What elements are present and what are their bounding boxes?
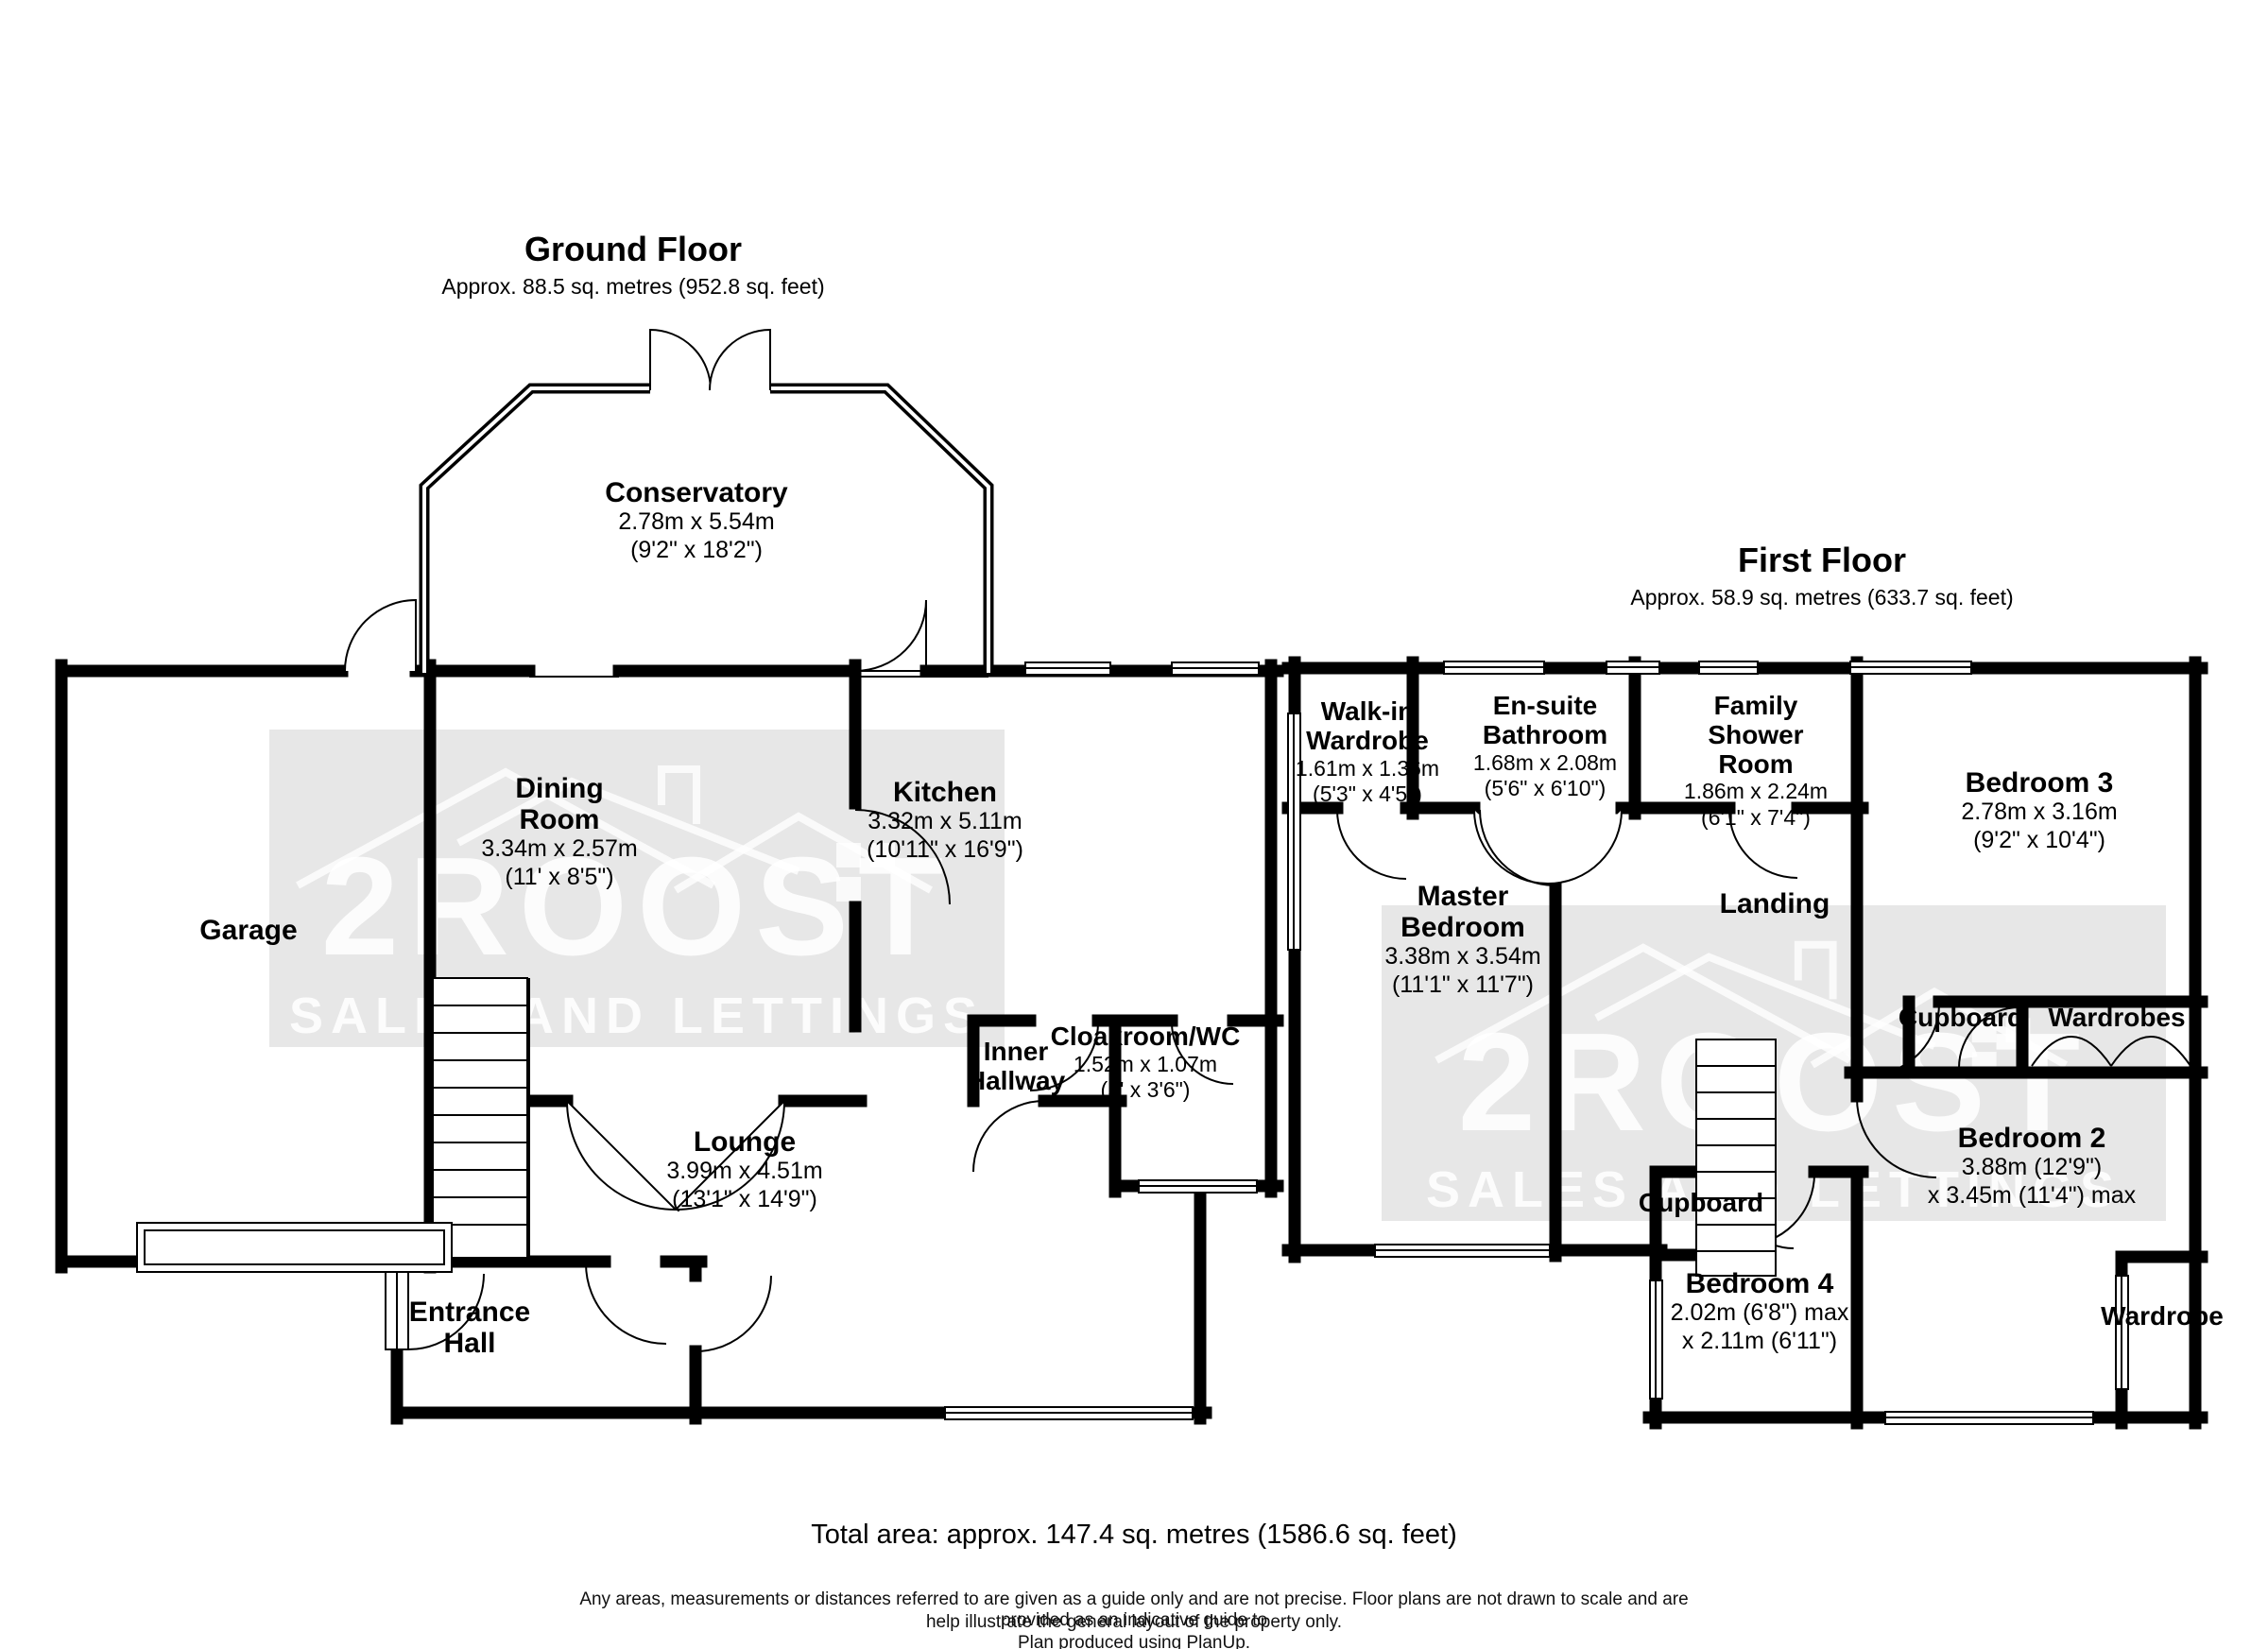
first-floor-stairs bbox=[1695, 1039, 1777, 1277]
ground-floor-windows bbox=[136, 661, 1260, 1420]
ground-floor-stairs bbox=[432, 977, 530, 1262]
room-label-garage: Garage bbox=[199, 915, 298, 946]
total-area-text: Total area: approx. 147.4 sq. metres (15… bbox=[811, 1520, 1457, 1550]
ground-floor-subtitle: Approx. 88.5 sq. metres (952.8 sq. feet) bbox=[441, 274, 825, 299]
first-floor-title: First Floor bbox=[1737, 541, 1906, 579]
room-label-cloakroom: Cloakroom/WC 1.52m x 1.07m (5' x 3'6") bbox=[1050, 1022, 1241, 1102]
first-floor-windows bbox=[1287, 661, 2129, 1425]
room-label-lounge: Lounge 3.99m x 4.51m (13'1" x 14'9") bbox=[666, 1126, 823, 1212]
room-label-inner-hallway: Inner Hallway bbox=[966, 1037, 1066, 1095]
room-label-bedroom3: Bedroom 3 2.78m x 3.16m (9'2" x 10'4") bbox=[1961, 767, 2118, 853]
first-floor-doors bbox=[1336, 809, 2020, 1249]
first-floor-title-block: First Floor Approx. 58.9 sq. metres (633… bbox=[1630, 543, 2013, 609]
disclaimer-line2: help illustrate the general layout of th… bbox=[925, 1612, 1343, 1632]
room-label-bedroom2: Bedroom 2 3.88m (12'9") x 3.45m (11'4") … bbox=[1927, 1123, 2137, 1209]
room-label-cupboard-lower: Cupboard bbox=[1638, 1188, 1764, 1217]
conservatory-walls bbox=[419, 328, 994, 678]
roof-logo-icon bbox=[296, 765, 933, 902]
room-label-master-bedroom: Master Bedroom 3.38m x 3.54m (11'1" x 11… bbox=[1384, 881, 1541, 998]
room-label-wardrobe: Wardrobe bbox=[2101, 1301, 2224, 1331]
room-label-conservatory: Conservatory 2.78m x 5.54m (9'2" x 18'2"… bbox=[605, 477, 788, 563]
first-floor-subtitle: Approx. 58.9 sq. metres (633.7 sq. feet) bbox=[1630, 585, 2014, 610]
room-label-wardrobes: Wardrobes bbox=[2048, 1003, 2186, 1032]
room-label-dining-room: Dining Room 3.34m x 2.57m (11' x 8'5") bbox=[481, 773, 638, 890]
room-label-cupboard-upper: Cupboard bbox=[1898, 1003, 2024, 1032]
disclaimer-line1: Any areas, measurements or distances ref… bbox=[579, 1589, 1689, 1630]
wardrobes-hangers bbox=[2028, 1036, 2196, 1071]
room-label-landing: Landing bbox=[1719, 888, 1830, 919]
room-label-kitchen: Kitchen 3.32m x 5.11m (10'11" x 16'9") bbox=[867, 777, 1023, 863]
room-label-bedroom4: Bedroom 4 2.02m (6'8") max x 2.11m (6'11… bbox=[1670, 1268, 1849, 1354]
watermark-tagline-text: SALES AND LETTINGS bbox=[288, 987, 986, 1044]
room-label-ensuite-bathroom: En-suite Bathroom 1.68m x 2.08m (5'6" x … bbox=[1472, 691, 1618, 800]
room-label-walk-in-wardrobe: Walk-in Wardrobe 1.61m x 1.36m (5'3" x 4… bbox=[1295, 696, 1440, 806]
plan-credit-text: Plan produced using PlanUp. bbox=[1017, 1633, 1251, 1649]
room-label-family-shower-room: Family Shower Room 1.86m x 2.24m (6'1" x… bbox=[1683, 691, 1829, 830]
ground-floor-title-block: Ground Floor Approx. 88.5 sq. metres (95… bbox=[441, 232, 824, 298]
room-label-entrance-hall: Entrance Hall bbox=[408, 1297, 531, 1359]
ground-floor-doors bbox=[344, 598, 1234, 1352]
ground-floor-title: Ground Floor bbox=[524, 230, 742, 268]
